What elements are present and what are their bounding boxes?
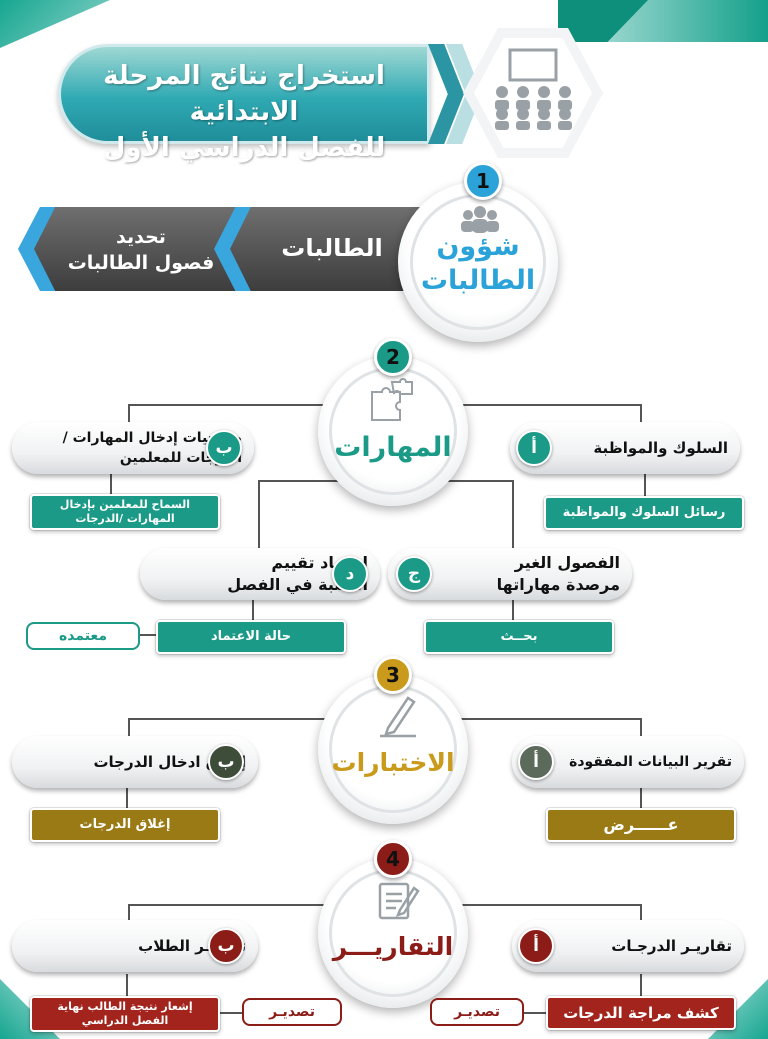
s2-bar-approval-status[interactable]: حالة الاعتماد	[155, 619, 347, 655]
corner-decoration-top-left	[0, 0, 110, 48]
s4-bar-student-result-notice-line2: الفصل الدراسي	[81, 1014, 169, 1027]
people-icon	[461, 206, 499, 233]
s2b-line	[110, 474, 112, 496]
s2-item-behavior[interactable]: السلوك والمواظبة	[510, 422, 740, 474]
pen-icon	[380, 696, 416, 738]
s2-line-mid-right	[434, 480, 514, 482]
s3-bar-close-grades[interactable]: إغلاق الدرجات	[29, 807, 221, 843]
s2-item-unrecorded-classes-line1: الفصول الغير	[514, 553, 620, 572]
s4-tag-export-grades[interactable]: تصديـر	[430, 998, 524, 1026]
arrow-define-classes-label: تحديد فصول الطالبات	[56, 224, 226, 276]
s2-item-behavior-label: السلوك والمواظبة	[593, 439, 728, 457]
s4-bar-student-result-notice-line1: إشعار نتيجة الطالب نهاية	[57, 1000, 193, 1013]
section1-title: شؤون الطالبات	[410, 230, 546, 298]
s4-line-left-down	[128, 904, 130, 924]
section3-title: الاختبارات	[331, 748, 455, 777]
s4a-line	[640, 974, 642, 996]
s4-bar-grades-review-sheet[interactable]: كشف مراجة الدرجات	[545, 995, 737, 1031]
s2-item-unrecorded-classes-line2: مرصدة مهاراتها	[496, 575, 620, 594]
classroom-icon	[495, 48, 572, 130]
s2-bar-allow-teachers-line1: السماح للمعلمين بإدخال	[59, 498, 191, 511]
s3-letter-a: أ	[518, 744, 554, 780]
s3a-line	[640, 788, 642, 808]
s4-line-right-down	[640, 904, 642, 924]
s2-line-right	[448, 404, 642, 406]
s2j-line	[512, 600, 514, 620]
s2-letter-a: أ	[516, 430, 552, 466]
s2-line-right-down	[640, 404, 642, 428]
s2a-line	[644, 474, 646, 496]
s3-letter-b: ب	[208, 744, 244, 780]
s2-line-mid-left-down	[258, 480, 260, 550]
section2-number-badge: 2	[374, 338, 412, 376]
s2-line-mid-left	[258, 480, 340, 482]
s3-line-right-down	[640, 718, 642, 738]
section4-number-badge: 4	[374, 840, 412, 878]
s2-bar-allow-teachers[interactable]: السماح للمعلمين بإدخال المهارات /الدرجات	[29, 493, 221, 531]
s2-line-left-down	[128, 404, 130, 428]
s3-bar-view[interactable]: عــــــرض	[545, 807, 737, 843]
s2d-tag-line	[138, 634, 160, 636]
s4-tag-export-students[interactable]: تصديـر	[242, 998, 342, 1026]
section1-title-line1: شؤون	[436, 231, 520, 262]
s3-line-left	[128, 718, 328, 720]
s2-letter-b: ب	[206, 430, 242, 466]
s3-item-close-grades-entry-label: إغلاق ادخال الدرجات	[93, 753, 246, 771]
s2-bar-allow-teachers-line2: المهارات /الدرجات	[75, 512, 175, 525]
section2-title: المهارات	[334, 432, 452, 463]
s4-letter-b: ب	[208, 928, 244, 964]
header-title: استخراج نتائج المرحلة الابتدائية للفصل ا…	[66, 58, 422, 166]
s3-item-missing-data-report-label: تقرير البيانات المفقودة	[569, 754, 732, 770]
arrow-students-label: الطالبات	[281, 234, 383, 262]
s4-line-right	[448, 904, 642, 906]
section3-number-badge: 3	[374, 656, 412, 694]
header-title-line2: للفصل الدراسي الأول	[102, 133, 386, 163]
s4-item-grades-reports-label: تقاريـر الدرجـات	[611, 937, 732, 955]
s4b-tag-line	[220, 1012, 242, 1014]
arrow-define-classes[interactable]	[34, 207, 246, 291]
report-icon	[378, 882, 420, 920]
s2-bar-search[interactable]: بحــث	[423, 619, 615, 655]
s2-item-permissions-line1: صلاحيات إدخال المهارات /	[62, 430, 242, 446]
s4-letter-a: أ	[518, 928, 554, 964]
section1-title-line2: الطالبات	[420, 265, 536, 296]
s3b-line	[126, 788, 128, 808]
s4b-line	[126, 974, 128, 996]
s4-bar-student-result-notice[interactable]: إشعار نتيجة الطالب نهاية الفصل الدراسي	[29, 995, 221, 1033]
s4-item-grades-reports[interactable]: تقاريـر الدرجـات	[512, 920, 744, 972]
s2-bar-behavior-messages[interactable]: رسائل السلوك والمواظبة	[543, 495, 745, 531]
s4-line-left	[128, 904, 328, 906]
s2-line-left	[128, 404, 328, 406]
section4-title: التقاريـــر	[332, 932, 454, 961]
header-title-line1: استخراج نتائج المرحلة الابتدائية	[103, 61, 385, 127]
s2-letter-j: ج	[396, 556, 432, 592]
arrow-define-classes-line1: تحديد	[116, 226, 166, 248]
s4a-tag-line	[524, 1012, 546, 1014]
arrow-define-classes-line2: فصول الطالبات	[67, 252, 215, 274]
section1-number-badge: 1	[464, 162, 502, 200]
s3-line-left-down	[128, 718, 130, 738]
header-banner	[58, 44, 430, 144]
puzzle-icon	[371, 378, 413, 421]
s2d-line	[252, 600, 254, 620]
s3-line-right	[448, 718, 642, 720]
s2-letter-d: د	[332, 556, 368, 592]
s2-line-mid-right-down	[512, 480, 514, 550]
s2-tag-approved: معتمده	[26, 622, 140, 650]
